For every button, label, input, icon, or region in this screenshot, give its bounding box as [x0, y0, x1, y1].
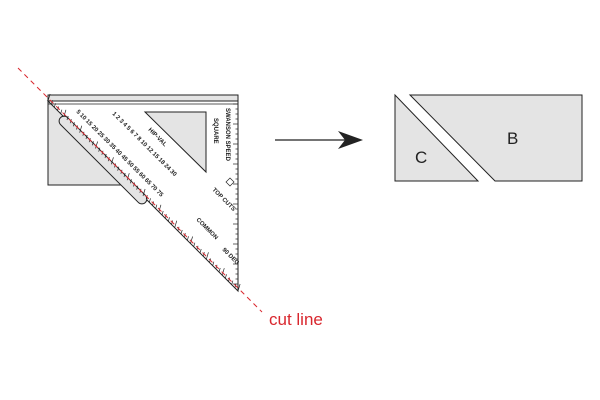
- ruler-tick: [66, 115, 69, 121]
- ruler-tick: [218, 267, 221, 273]
- ruler-tick: [91, 141, 94, 146]
- square-cutout: [143, 111, 207, 174]
- ruler-tick: [47, 93, 51, 102]
- ruler-tick: [126, 173, 130, 181]
- ruler-tick: [180, 229, 183, 235]
- ruler-tick: [224, 274, 227, 279]
- ruler-tick: [123, 172, 126, 178]
- ruler-tick: [136, 185, 139, 190]
- piece-c-label: C: [415, 148, 427, 167]
- piece-b-label: B: [507, 129, 518, 148]
- arrow-right-icon: [275, 131, 363, 149]
- ruler-tick: [237, 283, 241, 292]
- ruler-tick: [53, 103, 56, 108]
- ruler-tick: [190, 236, 193, 244]
- square-slot: [58, 115, 148, 205]
- ruler-tick: [142, 188, 146, 197]
- ruler-tick: [85, 134, 88, 140]
- ruler-tick: [231, 280, 234, 285]
- cut-line-label: cut line: [269, 310, 323, 329]
- diamond-mark: [225, 177, 235, 187]
- ruler-tick: [174, 220, 178, 228]
- ruler-tick: [63, 109, 67, 117]
- ruler-tick: [155, 204, 158, 209]
- ruler-tick: [148, 198, 151, 203]
- piece-b: [408, 94, 583, 182]
- ruler-tick: [110, 157, 114, 165]
- ruler-tick: [221, 268, 225, 276]
- ruler-tick: [104, 153, 107, 159]
- ruler-tick: [158, 204, 162, 212]
- ruler-tick: [60, 109, 63, 114]
- ruler-tick: [95, 141, 98, 149]
- ruler-tick: [186, 236, 189, 241]
- brand-text: SWANSON SPEED: [224, 108, 230, 162]
- ruler-tick: [79, 125, 83, 133]
- speed-square: SWANSON SPEED SQUARE HIP-VAL 1 2 3 4 5 6…: [46, 93, 241, 293]
- ruler-tick: [129, 179, 132, 184]
- piece-c: [394, 93, 480, 182]
- ruler-tick: [212, 261, 215, 266]
- cut-line: [17, 67, 263, 313]
- brand-text-2: SQUARE: [212, 118, 218, 144]
- ruler-tick: [117, 166, 120, 171]
- ruler-tick: [205, 252, 209, 260]
- ruler-tick: [193, 242, 196, 247]
- ruler-tick: [167, 217, 170, 222]
- ruler-tick: [72, 122, 75, 127]
- ruler-tick: [161, 210, 164, 216]
- ruler-tick: [199, 248, 202, 254]
- ruler-tick: [98, 147, 101, 152]
